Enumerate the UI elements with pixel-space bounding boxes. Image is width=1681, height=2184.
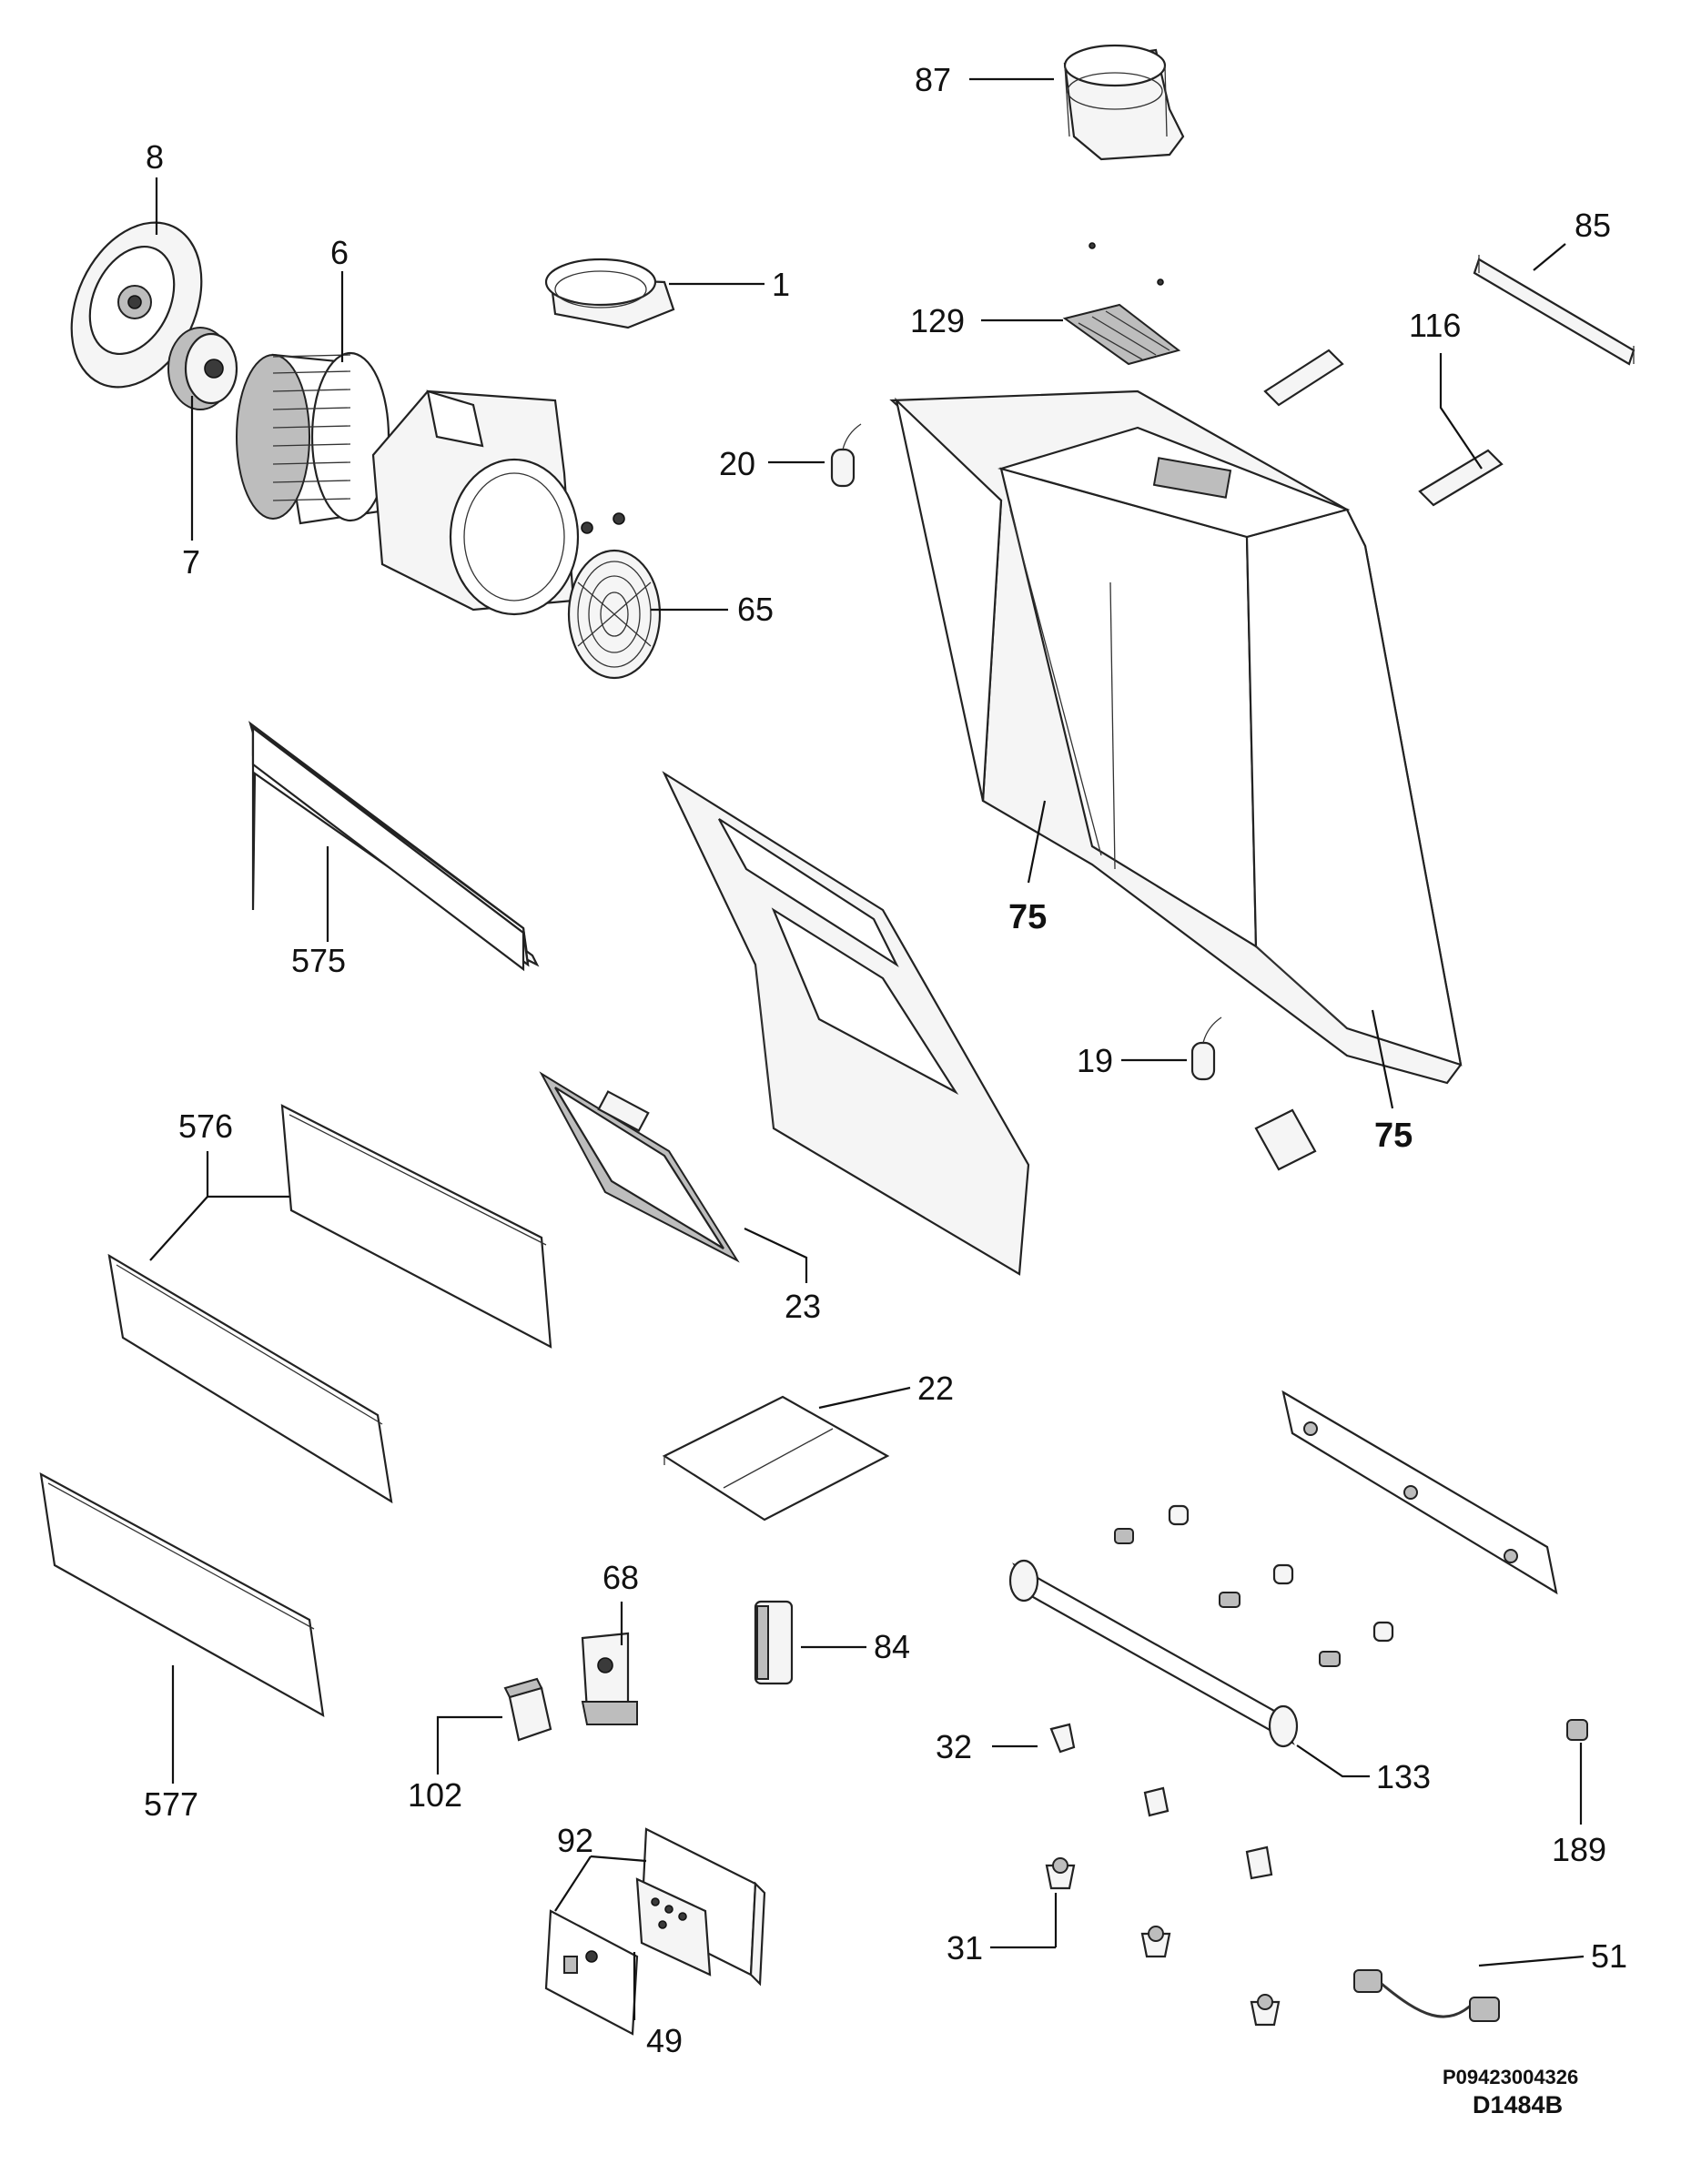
part-87-duct-connector — [1063, 44, 1185, 161]
part-75-hood-body — [889, 389, 1463, 1085]
label-575: 575 — [291, 942, 346, 979]
label-31: 31 — [947, 1929, 983, 1967]
label-32: 32 — [936, 1728, 972, 1765]
drawing-id: D1484B — [1473, 2091, 1563, 2118]
canopy-frame — [662, 771, 1030, 1276]
lamp-clip-3 — [1245, 1845, 1273, 1880]
part-22-filter-sheet — [662, 1395, 890, 1522]
part-575-panel-face — [251, 725, 525, 972]
light-rail — [1281, 1390, 1558, 1595]
part-189-connector — [1566, 1719, 1588, 1741]
label-65: 65 — [737, 591, 774, 628]
doc-code: P09423004326 — [1443, 2066, 1578, 2088]
small-bracket-plate — [1254, 1108, 1317, 1171]
label-7: 7 — [182, 543, 200, 581]
part-129-terminal-board — [1062, 242, 1181, 366]
label-23: 23 — [785, 1288, 821, 1325]
bulb-3 — [1250, 1994, 1281, 2027]
part-116-bracket-upper — [1263, 349, 1344, 407]
fan-housing — [371, 389, 580, 616]
part-20-capacitor — [830, 423, 862, 488]
part-49-control-board — [635, 1877, 712, 1977]
part-6-fan-wheel — [236, 351, 393, 525]
label-19: 19 — [1077, 1042, 1113, 1079]
label-20: 20 — [719, 445, 755, 482]
bulb-2 — [1140, 1926, 1171, 1958]
label-1: 1 — [772, 266, 790, 303]
label-87: 87 — [915, 61, 951, 98]
label-51: 51 — [1591, 1937, 1627, 1975]
label-85: 85 — [1575, 207, 1611, 244]
part-577-panel — [39, 1471, 325, 1718]
label-576: 576 — [178, 1107, 233, 1145]
part-32-lamp-clip — [1049, 1723, 1076, 1754]
part-31-bulb — [1045, 1857, 1076, 1890]
part-labels: 87 8 6 1 85 129 116 20 7 65 575 75 75 19… — [144, 61, 1627, 2059]
part-84-switch — [754, 1600, 794, 1685]
part-1-collar — [544, 258, 675, 329]
part-133-light-cover — [1008, 1559, 1299, 1748]
label-92: 92 — [557, 1822, 593, 1859]
lamp-clip-2 — [1143, 1786, 1170, 1817]
label-84: 84 — [874, 1628, 910, 1665]
label-49: 49 — [646, 2022, 683, 2059]
drawing-footer: P09423004326 D1484B — [1443, 2066, 1578, 2118]
part-8-motor-plate — [70, 221, 203, 389]
part-92-circuit-plate — [544, 1909, 639, 2036]
part-7-motor — [167, 327, 238, 410]
label-577: 577 — [144, 1785, 198, 1823]
label-129: 129 — [910, 302, 965, 339]
lamp-springs — [1114, 1504, 1394, 1667]
part-65-inlet-grille — [567, 512, 662, 680]
label-75-right: 75 — [1374, 1117, 1413, 1155]
part-19-capacitor — [1190, 1016, 1222, 1081]
label-22: 22 — [917, 1370, 954, 1407]
label-102: 102 — [408, 1776, 462, 1814]
label-68: 68 — [603, 1559, 639, 1596]
part-116-bracket-lower — [1418, 449, 1504, 507]
label-75-left: 75 — [1008, 898, 1047, 936]
part-102-box — [503, 1677, 552, 1742]
label-189: 189 — [1552, 1831, 1606, 1868]
part-85-bracket — [1473, 255, 1635, 366]
label-133: 133 — [1376, 1758, 1431, 1795]
part-68-switch-bracket — [581, 1632, 638, 1725]
leader-lines — [149, 77, 1585, 2020]
part-576-panel-lower — [107, 1253, 393, 1504]
part-23-grease-filter — [539, 1071, 740, 1263]
part-576-panel-upper — [280, 1104, 552, 1349]
label-116: 116 — [1409, 307, 1461, 344]
label-6: 6 — [330, 234, 349, 271]
part-51-cable — [1353, 1969, 1500, 2022]
label-8: 8 — [146, 138, 164, 176]
